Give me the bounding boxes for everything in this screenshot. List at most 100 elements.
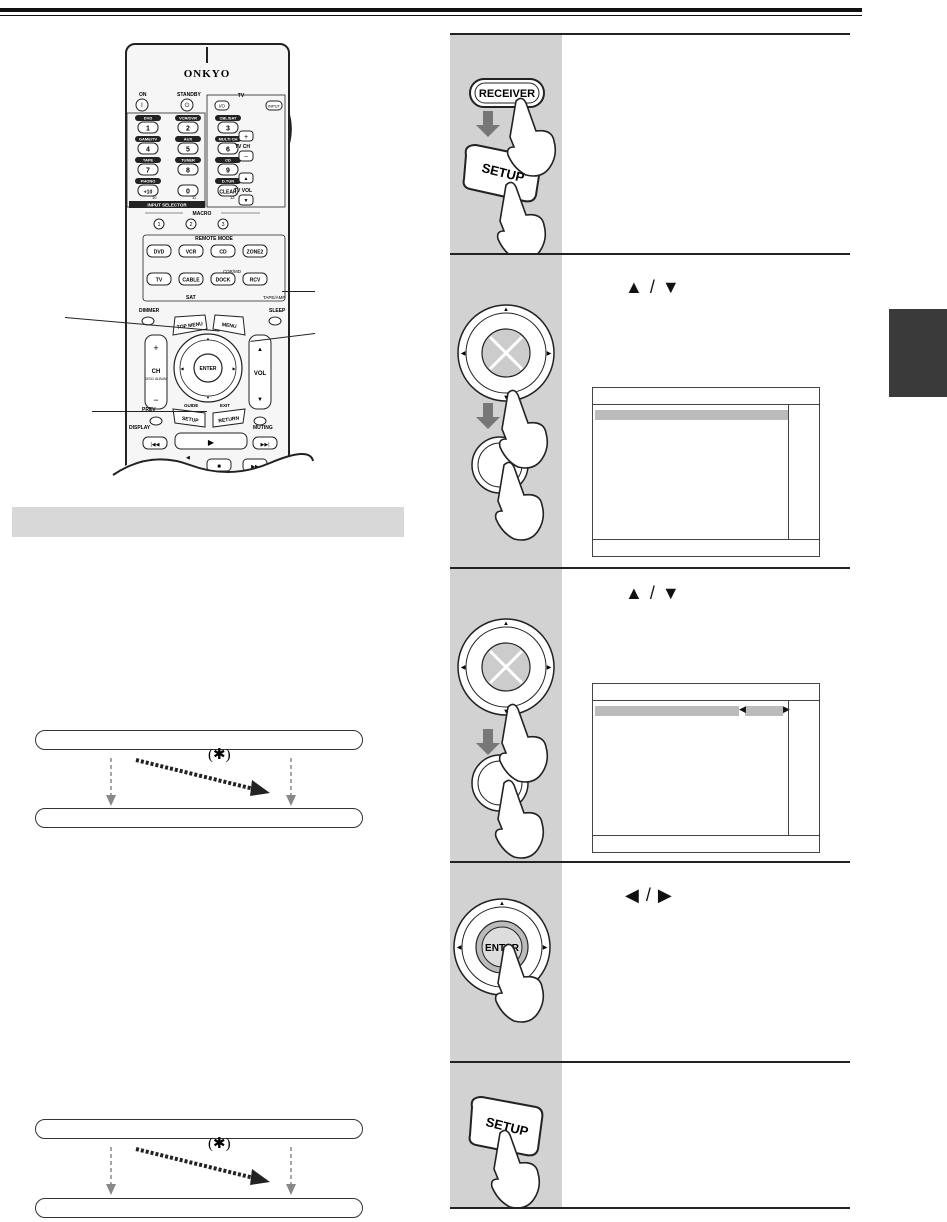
flow2-note: (✱) [208, 1136, 231, 1152]
selector-key-1[interactable] [137, 121, 159, 134]
tv-input-button[interactable]: INPUT [265, 100, 283, 111]
mode-button-label: ZONE2 [247, 250, 264, 256]
selector-key-6[interactable] [217, 142, 239, 155]
selector-key-plus10[interactable] [137, 184, 159, 197]
tv-vol-down-button[interactable]: ▼ [238, 194, 254, 206]
selector-label-bg [135, 115, 161, 121]
step-2-illustration: ▲ ▼ ◀ ▶ [450, 255, 562, 569]
section-heading-band [12, 507, 404, 537]
dpad-enter-icon[interactable]: ENTER ▲ ▼ ◀ ▶ [453, 898, 551, 996]
mode-button-label: CD [219, 250, 227, 256]
tape-amp-label: TAPE/AMP [263, 295, 285, 300]
svg-text:3: 3 [221, 222, 224, 228]
selector-key-2[interactable] [177, 121, 199, 134]
sleep-label: SLEEP [269, 308, 286, 314]
selector-label: MULTI CH [219, 137, 238, 142]
tv-ch-label: TV CH [235, 144, 250, 150]
svg-text:ENTER: ENTER [200, 366, 217, 372]
hand-pointer-icon [494, 461, 545, 541]
macro-3-button[interactable]: 3 [217, 218, 229, 230]
flow1-bottom-bar [35, 808, 363, 828]
selector-key-9[interactable] [217, 163, 239, 176]
mode-button-rcv[interactable] [242, 272, 268, 286]
svg-text:◀: ◀ [457, 945, 462, 951]
dpad-icon[interactable]: ▲ ▼ ◀ ▶ [457, 618, 555, 716]
prev-button[interactable] [149, 416, 163, 426]
selector-key-label: 5 [186, 147, 190, 154]
transport-play-button[interactable]: ▶ [174, 432, 248, 450]
hand-pointer-icon [494, 779, 545, 859]
menu-button[interactable]: MENU [212, 314, 246, 336]
svg-text:▲: ▲ [257, 347, 263, 353]
hand-pointer-icon [496, 181, 547, 261]
macro-1-button[interactable]: 1 [153, 218, 165, 230]
svg-text:I: I [141, 103, 143, 109]
mode-button-label: RCV [250, 278, 261, 284]
remote-enter-button[interactable]: ENTER [193, 353, 223, 383]
transport-next-button[interactable]: ▶▶| [252, 436, 278, 450]
receiver-button[interactable]: RECEIVER [469, 78, 545, 108]
cdr-md-label: CDR/MD [223, 269, 242, 274]
return-button[interactable]: RETURN [212, 408, 246, 428]
mode-button-label: CABLE [182, 278, 200, 284]
mode-button-cd[interactable] [210, 244, 236, 258]
svg-text:▶: ▶ [208, 438, 215, 447]
svg-text:▼: ▼ [257, 397, 263, 403]
osd-left-arrow-icon[interactable]: ◀ [739, 704, 746, 714]
selector-label-bg [135, 178, 161, 184]
svg-text:SETUP: SETUP [181, 416, 199, 424]
tv-ch-up-button[interactable]: + [238, 130, 254, 142]
svg-text:−: − [153, 395, 158, 405]
svg-text:▶: ▶ [547, 665, 552, 671]
hand-pointer-icon [506, 97, 557, 177]
selector-label-bg [215, 136, 241, 142]
mode-button-vcr[interactable] [178, 244, 204, 258]
selector-key-label: +10 [144, 190, 153, 196]
mode-button-cable[interactable] [178, 272, 204, 286]
selector-label-bg [215, 178, 241, 184]
macro-2-button[interactable]: 2 [185, 218, 197, 230]
mode-button-dvd[interactable] [146, 244, 172, 258]
svg-text:▲: ▲ [503, 307, 509, 313]
dpad-icon[interactable]: ▲ ▼ ◀ ▶ [457, 304, 555, 402]
up-arrow-icon: ▲ [625, 277, 643, 297]
chapter-tab [889, 309, 947, 397]
tv-ch-down-button[interactable]: − [238, 150, 254, 162]
selector-key-8[interactable] [177, 163, 199, 176]
selector-label: TUNER [181, 158, 195, 163]
selector-key-7[interactable] [137, 163, 159, 176]
selector-key-label: 6 [226, 147, 230, 154]
muting-button[interactable] [253, 416, 267, 426]
on-button[interactable]: I [135, 98, 149, 112]
flow2-bottom-bar [35, 1198, 363, 1218]
mode-button-tv[interactable] [146, 272, 172, 286]
step-2-arrows: ▲ / ▼ [625, 277, 680, 297]
top-menu-button[interactable]: TOP MENU [172, 314, 208, 336]
selector-label: DVD [144, 116, 153, 121]
mode-button-dock[interactable] [210, 272, 236, 286]
tv-io-button[interactable]: I/O [214, 100, 230, 111]
selector-key-clear[interactable] [217, 184, 239, 197]
standby-button[interactable]: ⏻ [180, 98, 194, 112]
standby-label: STANDBY [177, 92, 201, 98]
selector-key-4[interactable] [137, 142, 159, 155]
setup-button[interactable]: SETUP [468, 1095, 544, 1157]
transport-stop-button[interactable]: ■ [206, 458, 232, 472]
ch-rocker[interactable]: + CH DISC/ ALBUM − [144, 334, 168, 410]
mode-button-zone2[interactable] [242, 244, 268, 258]
right-arrow-icon: ▶ [657, 885, 672, 905]
tv-vol-up-button[interactable]: ▲ [238, 172, 254, 184]
mode-button-label: DOCK [216, 278, 231, 284]
step-5-illustration: SETUP [450, 1063, 562, 1209]
svg-text:2: 2 [189, 222, 192, 228]
transport-prev-button[interactable]: |◀◀ [142, 436, 168, 450]
selector-key-3[interactable] [217, 121, 239, 134]
selector-key-0[interactable] [177, 184, 199, 197]
step-4-illustration: ENTER ▲ ▼ ◀ ▶ [450, 863, 562, 1063]
sleep-button[interactable] [268, 316, 282, 326]
left-arrow-icon: ◀ [625, 885, 639, 905]
selector-key-5[interactable] [177, 142, 199, 155]
dimmer-label: DIMMER [139, 308, 160, 314]
osd-right-arrow-icon[interactable]: ▶ [783, 704, 790, 714]
vol-rocker[interactable]: ▲ VOL ▼ [248, 334, 272, 410]
